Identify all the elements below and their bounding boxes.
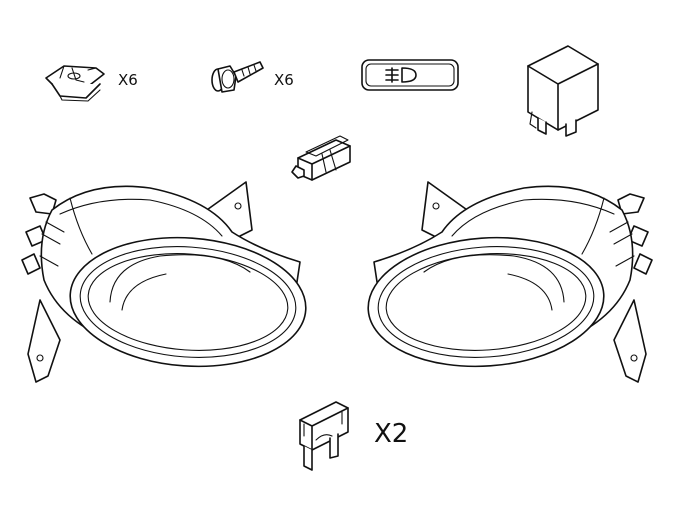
fog-light-switch-icon	[361, 59, 459, 91]
connector-icon	[291, 135, 351, 181]
screw-quantity: X6	[274, 71, 294, 89]
fog-lamp-right-icon	[367, 181, 653, 383]
relay-icon	[527, 45, 599, 137]
fuse-icon	[299, 401, 349, 471]
fog-lamp-left-icon	[21, 181, 307, 383]
clip-nut-quantity: X6	[118, 71, 138, 89]
fuse-quantity: X2	[374, 419, 408, 449]
clip-nut-icon	[45, 65, 105, 102]
screw-icon	[211, 61, 264, 93]
